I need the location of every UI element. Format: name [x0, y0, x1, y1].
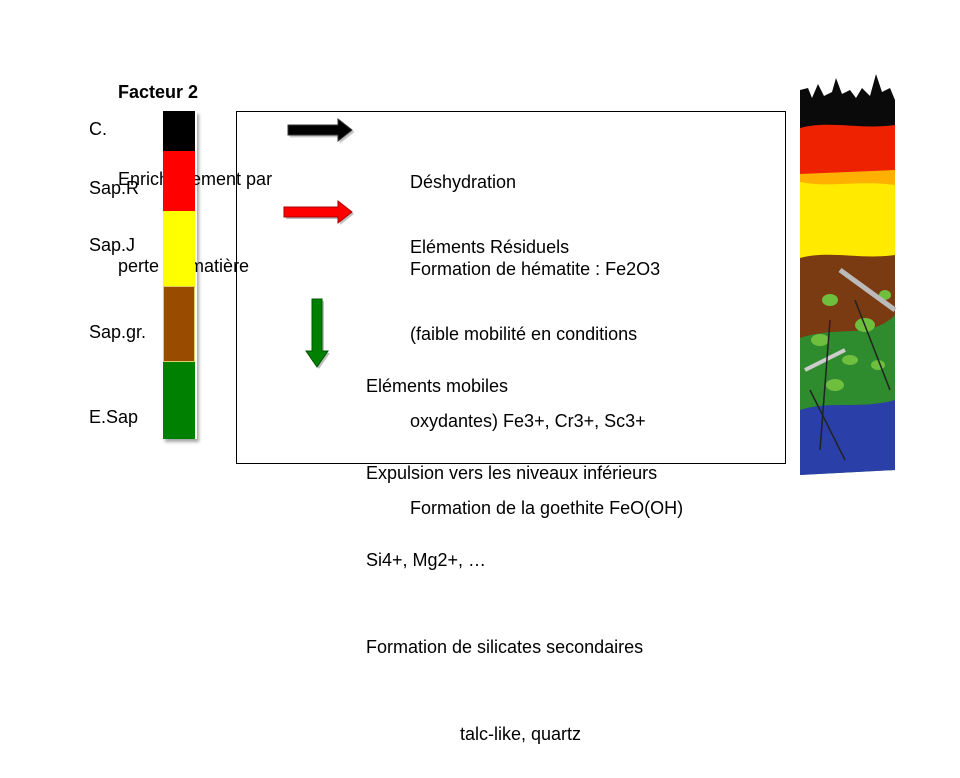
- segment-sap-gr: [163, 286, 195, 362]
- arrow-right-black-icon: [287, 117, 355, 145]
- horizon-color-column: [163, 111, 197, 439]
- segment-sap-j: [163, 211, 195, 286]
- mobile-detail-2: Si4+, Mg2+, …: [366, 550, 487, 570]
- soil-profile-illustration: [800, 74, 897, 475]
- horizon-label-e-sap: E.Sap: [89, 407, 139, 427]
- residual-text: Eléments Résiduels (faible mobilité en c…: [410, 175, 683, 552]
- mobile-title: Eléments mobiles: [366, 376, 509, 396]
- residual-detail-3: Formation de la goethite FeO(OH): [410, 498, 684, 518]
- arrow-right-red-icon: [283, 199, 354, 225]
- segment-e-sap: [163, 362, 195, 439]
- mobile-detail-1: Expulsion vers les niveaux inférieurs: [366, 463, 658, 483]
- segment-c: [163, 111, 195, 151]
- process-box: [236, 111, 786, 464]
- dehydration-title: Déshydration: [410, 172, 517, 192]
- dehydration-text: Déshydration Formation de hématite : Fe2…: [410, 110, 660, 313]
- residual-detail-1: (faible mobilité en conditions: [410, 324, 638, 344]
- arrow-down-green-icon: [305, 298, 330, 369]
- horizon-label-sap-r: Sap.R: [89, 178, 140, 198]
- horizon-label-c: C.: [89, 119, 107, 139]
- segment-sap-r: [163, 151, 195, 211]
- mobile-text: Eléments mobiles Expulsion vers les nive…: [366, 314, 657, 778]
- dehydration-detail: Formation de hématite : Fe2O3: [410, 259, 661, 279]
- residual-detail-2: oxydantes) Fe3+, Cr3+, Sc3+: [410, 411, 646, 431]
- mobile-detail-3: Formation de silicates secondaires: [366, 637, 644, 657]
- horizon-label-sap-gr: Sap.gr.: [89, 322, 147, 342]
- horizon-label-sap-j: Sap.J: [89, 235, 136, 255]
- residual-title: Eléments Résiduels: [410, 237, 570, 257]
- title-factor: Facteur 2: [118, 82, 199, 102]
- mobile-detail-4: talc-like, quartz: [460, 724, 582, 744]
